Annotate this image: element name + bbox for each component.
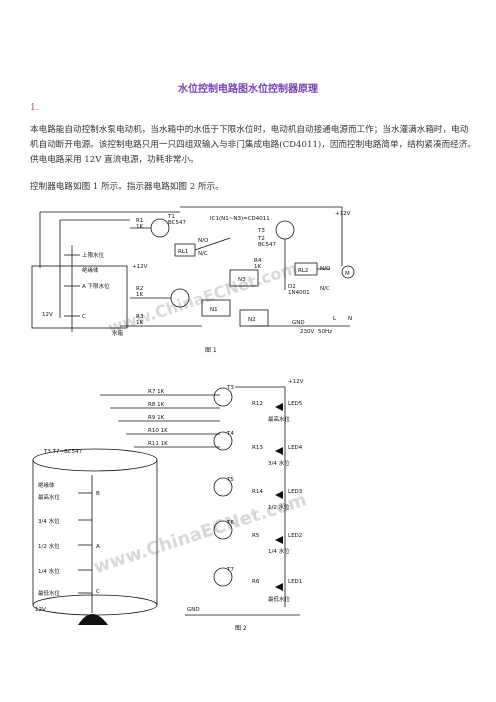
label-r11: R11 1K — [148, 441, 168, 447]
label-t6: T6 — [226, 520, 234, 526]
label-no: N/O — [198, 238, 209, 244]
label-b: B — [96, 491, 100, 497]
label-led5: LED5 — [288, 401, 303, 407]
label-12v-tank: 12V — [42, 312, 53, 318]
label-r4-value: 1K — [254, 264, 261, 270]
label-motor: M — [345, 271, 350, 277]
label-t2: T2 — [257, 236, 265, 242]
label-led3: LED3 — [288, 489, 303, 495]
label-r9: R9 1K — [148, 415, 165, 421]
label-r12: R12 — [252, 401, 263, 407]
label-ind-14: 1/4 水位 — [268, 547, 290, 555]
label-r4: R4 — [254, 258, 262, 264]
label-gnd-2: GND — [187, 607, 200, 613]
label-r7: R7 1K — [148, 389, 165, 395]
label-d2: D2 — [288, 284, 296, 290]
label-r2-value: 1K — [136, 292, 143, 298]
figure-1-caption: 图 1 — [205, 347, 217, 354]
label-r8: R8 1K — [148, 402, 165, 408]
label-no-2: N/O — [320, 266, 331, 272]
label-insulator: 绝缘体 — [82, 266, 99, 274]
paragraph-description: 本电路能自动控制水泵电动机，当水箱中的水低于下限水位时，电动机自动接通电源而工作… — [30, 125, 476, 165]
label-t1: T1 — [167, 214, 175, 220]
label-r6: R6 — [252, 579, 260, 585]
label-gnd: GND — [292, 320, 305, 326]
figure-2-schematic: www.ChinaECNet.com — [32, 379, 309, 632]
label-min-level: 最低水位 — [38, 589, 61, 597]
label-ac-freq: 50Hz — [318, 329, 332, 335]
label-r10: R10 1K — [148, 428, 168, 434]
label-12v: +12V — [288, 379, 304, 385]
label-12v-tank-2: 12V — [35, 607, 46, 613]
label-t3-2: T3 — [226, 385, 234, 391]
label-r1-value: 1K — [136, 224, 143, 230]
label-insulator-2: 绝缘体 — [38, 481, 55, 489]
label-t3: T3 — [257, 228, 265, 234]
label-n1: N1 — [210, 307, 218, 313]
label-12v-bottom: +12V — [132, 264, 148, 270]
label-t7: T7 — [226, 567, 234, 573]
label-t4: T4 — [226, 431, 234, 437]
doc-title: 水位控制电路图水位控制器原理 — [178, 84, 318, 95]
label-led4: LED4 — [288, 445, 303, 451]
label-n2: N2 — [248, 317, 256, 323]
label-rl2: RL2 — [298, 268, 308, 274]
label-nc: N/C — [198, 251, 208, 257]
label-tank: 水箱 — [112, 329, 124, 337]
label-led1: LED1 — [288, 579, 302, 585]
label-r13: R13 — [252, 445, 263, 451]
label-r5: R5 — [252, 533, 260, 539]
label-ind-12: 1/2 水位 — [268, 503, 290, 511]
label-transistor-list: T3 T7=BC547 — [43, 449, 83, 455]
label-nc-2: N/C — [320, 286, 330, 292]
label-d2-model: 1N4001 — [288, 290, 310, 296]
label-t1-model: BC547 — [168, 220, 187, 226]
label-12v-top: +12V — [335, 211, 351, 217]
label-upper-level: 上限水位 — [82, 251, 105, 259]
label-r3: R3 — [136, 314, 144, 320]
label-ind-max: 最高水位 — [268, 415, 291, 423]
label-c: C — [82, 314, 86, 320]
label-14-level: 1/4 水位 — [38, 567, 60, 575]
label-n: N — [348, 316, 352, 322]
watermark-2: www.ChinaECNet.com — [91, 489, 309, 578]
label-12-level: 1/2 水位 — [38, 542, 60, 550]
label-c-2: C — [96, 589, 100, 595]
label-r3-value: 1K — [136, 320, 143, 326]
label-ic: IC1(N1~N3)=CD4011 — [210, 216, 270, 222]
label-ac: 230V — [300, 329, 314, 335]
label-t2-model: BC547 — [258, 242, 277, 248]
label-r2: R2 — [136, 286, 143, 292]
label-ind-min: 最低水位 — [268, 595, 291, 603]
paragraph-figure-ref: 控制器电路如图 1 所示。指示器电路如图 2 所示。 — [30, 182, 224, 192]
label-r1: R1 — [136, 218, 143, 224]
label-a: A — [96, 544, 100, 550]
label-r14: R14 — [252, 489, 263, 495]
label-lower-level: A 下限水位 — [82, 282, 110, 290]
figure-1-schematic: www.ChinaECNet.com — [31, 206, 355, 354]
probe-base — [78, 614, 108, 625]
label-34-level: 3/4 水位 — [38, 517, 60, 525]
figure-2-caption: 图 2 — [235, 625, 247, 632]
label-t5: T5 — [226, 477, 234, 483]
section-number: 1. — [30, 103, 39, 113]
label-l: L — [333, 316, 337, 322]
label-ind-34: 3/4 水位 — [268, 459, 290, 467]
label-n3: N3 — [238, 277, 246, 283]
label-max-level: 最高水位 — [38, 493, 61, 501]
label-rl1: RL1 — [178, 249, 188, 255]
label-led2: LED2 — [288, 533, 302, 539]
